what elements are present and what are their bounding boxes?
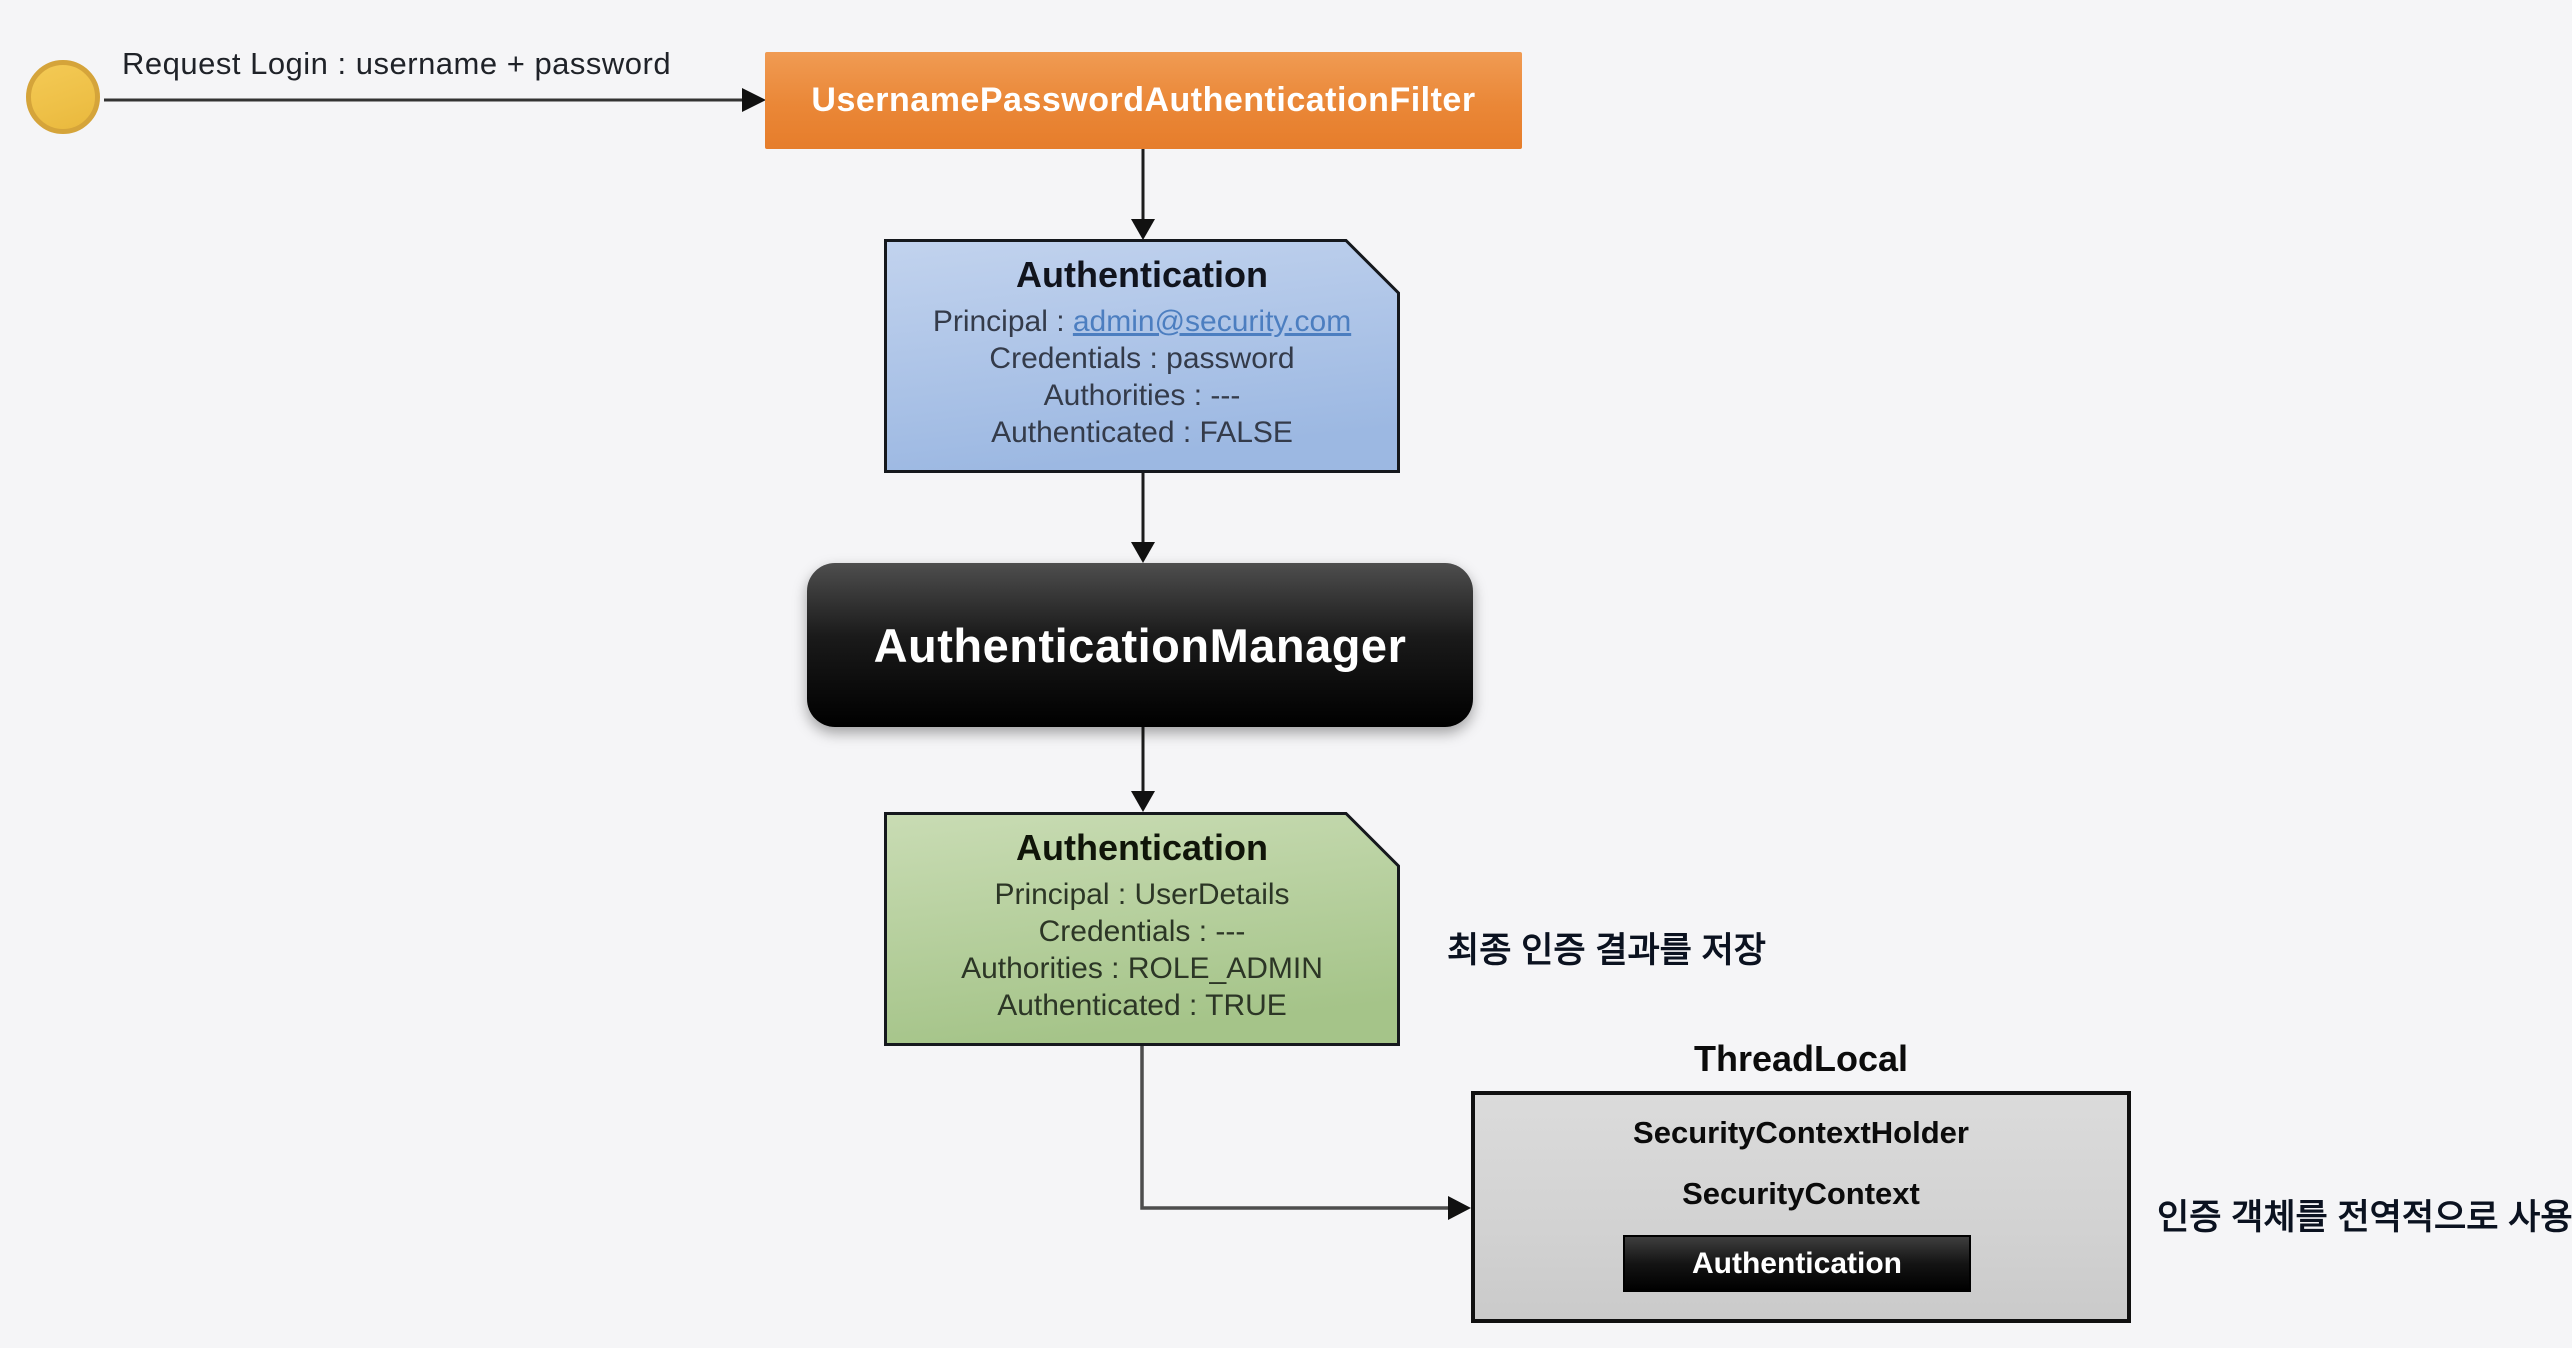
threadlocal-label: ThreadLocal xyxy=(1693,1038,1909,1079)
save-result-annotation: 최종 인증 결과를 저장 xyxy=(1447,931,1766,970)
folded-note-shape xyxy=(884,812,1400,1046)
stored-authentication-label: Authentication xyxy=(1692,1246,1902,1280)
stored-authentication-box: Authentication xyxy=(1623,1235,1971,1292)
security-context-holder-box: SecurityContextHolder SecurityContext Au… xyxy=(1471,1091,2131,1323)
auth-result-credentials-line: Credentials : --- xyxy=(1038,915,1246,948)
request-login-label: Request Login : username + password xyxy=(122,46,672,81)
security-context-label: SecurityContext xyxy=(1682,1176,1920,1211)
authentication-manager-label: AuthenticationManager xyxy=(873,618,1407,672)
auth-request-authenticated-line: Authenticated : FALSE xyxy=(991,416,1293,449)
auth-result-principal-line: Principal : UserDetails xyxy=(994,878,1290,911)
auth-result-authorities-line: Authorities : ROLE_ADMIN xyxy=(961,952,1323,985)
authentication-manager-box: AuthenticationManager xyxy=(807,563,1473,727)
auth-result-authenticated-line: Authenticated : TRUE xyxy=(997,989,1287,1022)
username-password-authentication-filter-box: UsernamePasswordAuthenticationFilter xyxy=(765,52,1522,149)
auth-request-authorities-line: Authorities : --- xyxy=(1043,379,1241,412)
folded-note-shape xyxy=(884,239,1400,473)
arrow-filter-to-authentication xyxy=(1131,149,1155,240)
auth-request-title: Authentication xyxy=(1016,254,1268,295)
arrow-manager-to-result xyxy=(1131,727,1155,812)
arrow-request-login xyxy=(104,88,766,112)
principal-label: Principal : xyxy=(932,305,1065,338)
auth-request-principal-line: Principal : admin@security.com xyxy=(933,303,1351,340)
principal-email-link[interactable]: admin@security.com xyxy=(1072,305,1352,338)
filter-box-label: UsernamePasswordAuthenticationFilter xyxy=(811,81,1476,119)
global-use-annotation: 인증 객체를 전역적으로 사용 xyxy=(2157,1198,2572,1237)
start-node-circle xyxy=(26,60,100,134)
arrow-authentication-to-manager xyxy=(1131,473,1155,563)
auth-result-title: Authentication xyxy=(1016,827,1268,868)
security-context-holder-label: SecurityContextHolder xyxy=(1633,1115,1969,1150)
auth-request-credentials-line: Credentials : password xyxy=(989,342,1295,375)
arrow-result-to-context-elbow xyxy=(1140,1046,1471,1220)
authentication-request-note: Authentication Principal : admin@securit… xyxy=(884,239,1400,473)
authentication-result-note: Authentication Principal : UserDetails C… xyxy=(884,812,1400,1046)
